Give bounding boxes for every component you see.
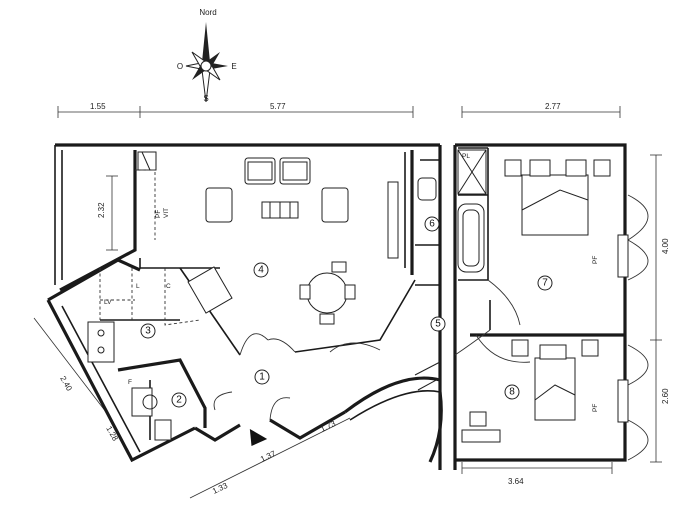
dim-left-upper: 2.32: [97, 202, 106, 218]
room-number-4: 4: [253, 262, 269, 278]
compass-east-label: E: [231, 62, 236, 71]
dim-left-mid: 2.40: [58, 375, 74, 393]
fixture-labels: PL PF VIT PF PF LV L C F: [104, 153, 599, 412]
svg-text:8: 8: [509, 387, 515, 398]
compass-north-label: Nord: [199, 8, 216, 17]
svg-text:7: 7: [542, 278, 548, 289]
label-c: C: [166, 283, 171, 290]
dim-bottom-right: 3.64: [508, 477, 524, 486]
dimension-bottom: 1.33 1.37 1.73 3.64: [189, 417, 613, 499]
walls-left-unit: [46, 143, 442, 470]
svg-text:2: 2: [176, 395, 182, 406]
svg-text:6: 6: [429, 219, 435, 230]
stair-curve: [344, 361, 443, 463]
dim-right-upper: 4.00: [661, 238, 670, 254]
dim-top-left: 1.55: [90, 102, 106, 111]
dim-top-middle: 5.77: [270, 102, 286, 111]
dim-right-lower: 2.60: [661, 388, 670, 404]
label-pl: PL: [462, 153, 470, 160]
svg-text:1: 1: [259, 372, 265, 383]
svg-text:5: 5: [435, 319, 441, 330]
dimension-left: 2.32 2.40 1.28: [33, 175, 133, 459]
room-number-7: 7: [537, 275, 553, 291]
kitchen-area: [87, 151, 201, 441]
dimension-top: 1.55 5.77 2.77: [57, 102, 621, 118]
label-pf-3: PF: [592, 404, 599, 412]
label-vit: VIT: [163, 208, 170, 218]
room-number-2: 2: [171, 392, 187, 408]
label-l: L: [136, 283, 140, 290]
dim-bottom-b: 1.37: [259, 449, 277, 464]
bathroom-fixtures: [417, 149, 487, 273]
label-f: F: [128, 379, 132, 386]
label-lv: LV: [104, 299, 112, 306]
room-number-6: 6: [424, 216, 440, 232]
dim-bottom-a: 1.33: [211, 481, 229, 496]
dim-top-right: 2.77: [545, 102, 561, 111]
room-number-1: 1: [254, 369, 270, 385]
entrance-arrow: [249, 428, 268, 447]
compass: Nord O E S: [177, 8, 237, 103]
doors: [213, 194, 649, 461]
bedroom-furniture: [461, 159, 611, 443]
compass-needle-north: [202, 22, 210, 62]
walls-right-unit: [453, 143, 629, 470]
compass-south-label: S: [203, 94, 208, 103]
room-numbers: 1 2 3 4 5 6 7 8: [140, 216, 553, 408]
room-number-3: 3: [140, 323, 156, 339]
room-number-8: 8: [504, 384, 520, 400]
living-furniture: [187, 157, 399, 325]
svg-text:3: 3: [145, 326, 151, 337]
label-pf-2: PF: [592, 256, 599, 264]
dimension-right: 4.00 2.60: [650, 154, 670, 463]
compass-west-label: O: [177, 62, 183, 71]
svg-text:4: 4: [258, 265, 264, 276]
label-pf-1: PF: [155, 210, 162, 218]
room-number-5: 5: [430, 316, 446, 332]
